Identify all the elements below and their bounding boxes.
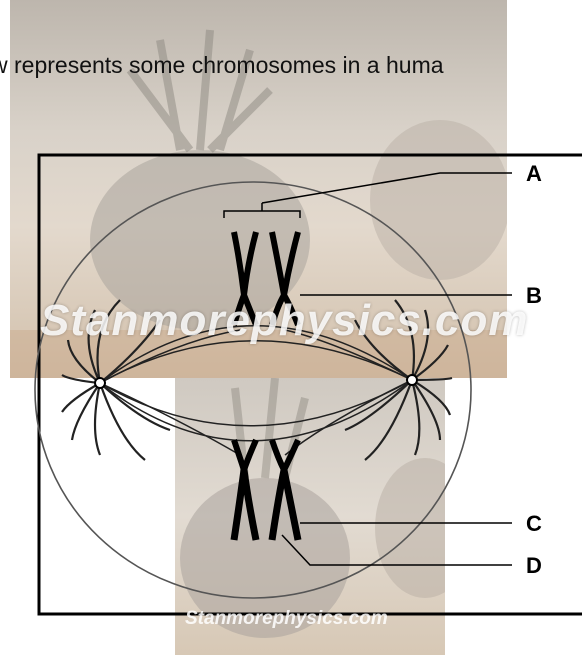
watermark-footer: Stanmorephysics.com bbox=[185, 608, 388, 630]
label-a: A bbox=[526, 161, 542, 187]
label-c: C bbox=[526, 511, 542, 537]
label-d-line bbox=[282, 535, 512, 565]
bottom-chromosome-pair bbox=[234, 440, 298, 540]
right-centriole bbox=[407, 375, 417, 385]
homologous-pair-bracket bbox=[224, 203, 300, 218]
left-centriole bbox=[95, 378, 105, 388]
label-a-line bbox=[262, 173, 512, 203]
label-b: B bbox=[526, 283, 542, 309]
watermark-main: Stanmorephysics.com bbox=[40, 296, 529, 346]
label-d: D bbox=[526, 553, 542, 579]
